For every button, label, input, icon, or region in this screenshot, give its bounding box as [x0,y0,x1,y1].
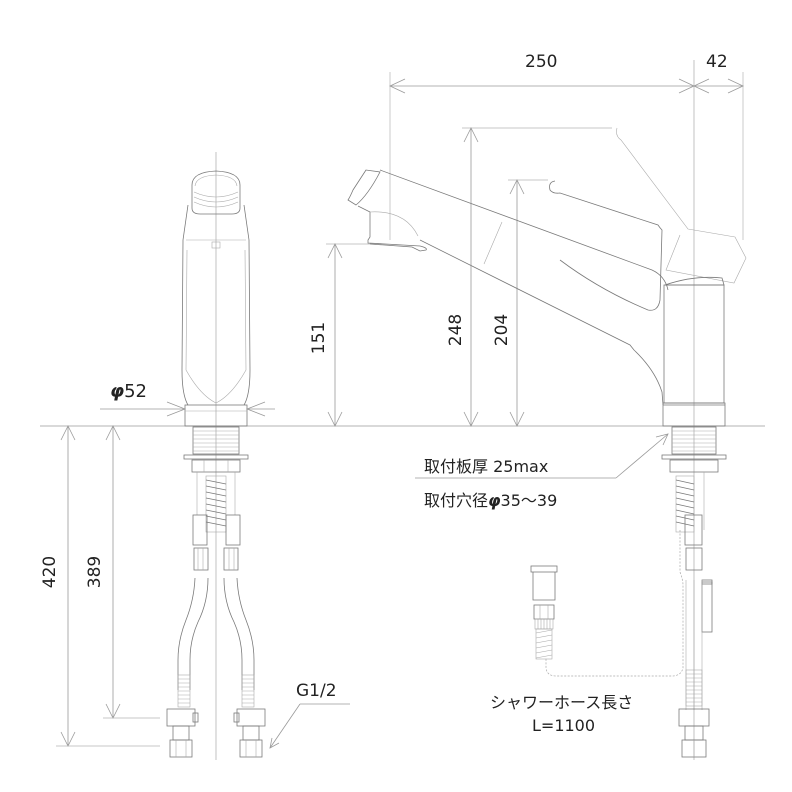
mount-thickness-label: 取付板厚 25max [424,457,549,476]
connector-left [169,739,193,758]
side-lock-nut [669,459,719,473]
arrow-left-icon [693,78,710,94]
nut-left [193,547,209,571]
lever-raised [616,127,747,284]
shower-hose-length: L=1100 [532,716,596,735]
side-fitting [684,514,703,546]
arrow-down-icon [509,411,525,427]
head-ring [193,191,239,198]
arrow-up-icon [327,243,343,259]
stem-left [172,725,190,741]
hose-right-inner [223,577,243,690]
connector-right [239,739,263,758]
hose-right-outer [236,577,255,690]
mount-leader [615,433,669,479]
washer [183,454,249,460]
shower-hose-connector [530,565,558,660]
arrow-down-icon [327,411,343,427]
side-nut [685,547,703,571]
head-ring-2 [193,196,239,203]
leader-arrow-icon [269,737,280,749]
shower-hose-route [545,530,684,677]
phi-symbol: φ [110,381,125,402]
g12-leader [269,703,301,749]
diameter-value: 52 [124,381,147,402]
g12-label: G1/2 [296,681,337,701]
lever-lowered [549,180,663,311]
nozzle-mark [211,241,221,249]
side-braid [685,669,703,707]
arrow-down-icon [463,411,479,427]
shank-threads [192,426,240,455]
head-ring-3 [193,201,239,208]
side-base-ring [662,402,726,427]
arrow-left-icon [245,401,266,417]
lock-nut [191,459,241,473]
dim-420-label: 420 [40,555,60,589]
end-nut-right [236,708,266,727]
diameter-label: φ52 [110,381,147,402]
stem-right [242,725,260,741]
dim-42-label: 42 [706,52,728,72]
side-shank-threads [671,426,717,455]
side-view [326,60,747,760]
arrow-up-icon [105,425,121,441]
coil-spring [205,475,227,533]
nut-tab [192,712,199,723]
spray-nozzle [357,205,427,252]
dim-250-label: 250 [525,52,558,72]
arrow-right-icon [727,78,744,94]
spout-upper-edge [379,169,669,291]
arrow-up-icon [60,425,76,441]
spout-lower-edge [419,239,664,406]
side-washer [661,454,727,460]
end-nut-left [166,708,196,727]
cartridge-cap [664,276,725,286]
body-inner-curve [185,249,247,404]
spout-seam [483,221,503,265]
braided-hose-ends [177,674,255,708]
arrow-left-icon [389,78,406,94]
arrow-right-icon [166,401,187,417]
fitting-right [225,514,241,546]
body-left [181,204,189,406]
mount-hole-prefix: 取付穴径 [424,491,489,510]
leader-arrow-icon [655,433,669,446]
hose-left-outer [177,577,196,690]
dim-389-label: 389 [85,555,105,589]
dim-248-label: 248 [446,313,466,347]
arrow-up-icon [463,127,479,143]
base-ring [184,404,248,427]
spray-head-top [191,170,241,215]
head-rim [194,174,238,187]
nut-tab [233,712,240,723]
shower-hose-label: シャワーホース長さ [490,693,634,712]
dim-204-label: 204 [492,313,512,347]
side-braid-lines [686,673,702,703]
body-right [243,204,251,406]
nozzle-curve [369,211,419,237]
front-view [56,152,350,760]
mount-hole-label: 取付穴径φ35～39 [424,487,557,511]
side-valve [701,581,713,633]
fitting-left [192,514,208,546]
mount-hole-range: 35～39 [500,491,558,510]
arrow-up-icon [509,179,525,195]
spray-head-tip [347,169,381,206]
hose-left-inner [189,577,209,690]
nut-right [223,547,239,571]
dim-151-label: 151 [309,321,329,355]
phi-symbol: φ [488,491,501,510]
